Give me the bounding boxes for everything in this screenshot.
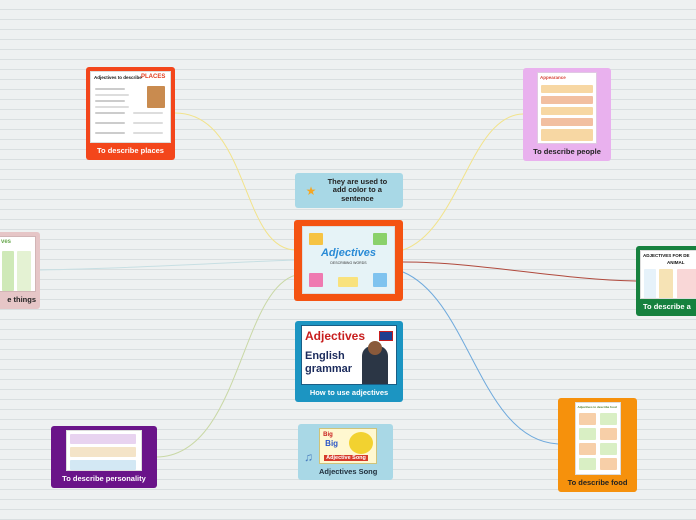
tip-note[interactable]: ★ They are used to add color to a senten… — [295, 173, 403, 208]
use-image: Adjectives English grammar — [301, 325, 397, 385]
personality-image — [66, 430, 142, 471]
places-thumb-title: Adjectives to describe — [94, 75, 142, 80]
use-thumb-subtitle: English grammar — [305, 350, 353, 375]
node-describe-places[interactable]: Adjectives to describe PLACES To describ… — [86, 67, 175, 160]
song-thumb-banner: Adjective Song — [324, 454, 368, 461]
things-image: ves — [0, 236, 36, 292]
node-how-to-use[interactable]: Adjectives English grammar How to use ad… — [295, 321, 403, 402]
food-thumb-title: Adjectives to describe food — [577, 405, 617, 409]
things-thumb-title: ves — [1, 239, 12, 245]
animals-thumb-title: ADJECTIVES FOR DE — [643, 253, 690, 258]
link-personality — [155, 274, 297, 458]
node-describe-personality[interactable]: To describe personality — [51, 426, 157, 488]
use-label: How to use adjectives — [309, 388, 389, 397]
central-image: Adjectives DESCRIBING WORDS — [302, 226, 395, 294]
link-things — [39, 259, 297, 271]
central-title: Adjectives — [320, 247, 377, 259]
node-describe-people[interactable]: Appearance To describe people — [523, 68, 611, 161]
song-thumb-word: Big — [323, 431, 333, 438]
places-label: To describe places — [97, 146, 164, 155]
song-image: Big Big Adjective Song — [319, 427, 378, 464]
star-icon: ★ — [305, 183, 317, 198]
link-places — [174, 112, 297, 251]
song-thumb-word-large: Big — [325, 438, 339, 448]
people-thumb-title: Appearance — [540, 75, 566, 80]
node-describe-things[interactable]: ves e things — [0, 232, 40, 309]
link-people — [402, 113, 524, 251]
food-image: Adjectives to describe food — [574, 402, 621, 475]
use-thumb-title: Adjectives — [305, 329, 366, 343]
places-thumb-accent: PLACES — [141, 74, 166, 80]
personality-label: To describe personality — [62, 474, 146, 483]
uk-flag-icon — [379, 331, 393, 341]
people-label: To describe people — [533, 147, 601, 156]
tip-text: They are used to add color to a sentence — [327, 176, 388, 203]
places-image: Adjectives to describe PLACES — [90, 71, 171, 143]
node-adjectives-song[interactable]: ♫ Big Big Adjective Song Adjectives Song — [298, 424, 393, 480]
central-subtitle: DESCRIBING WORDS — [330, 261, 367, 265]
node-describe-animals[interactable]: ADJECTIVES FOR DE ANIMAL To describe a — [636, 246, 696, 316]
animals-image: ADJECTIVES FOR DE ANIMAL — [640, 250, 696, 299]
node-describe-food[interactable]: Adjectives to describe food To describe … — [558, 398, 637, 492]
things-label: e things — [7, 295, 36, 304]
food-label: To describe food — [567, 478, 628, 487]
people-image: Appearance — [537, 72, 597, 144]
music-note-icon: ♫ — [304, 450, 313, 464]
animals-label: To describe a — [643, 302, 691, 311]
link-animals — [402, 261, 638, 282]
song-label: Adjectives Song — [319, 466, 378, 476]
link-food — [402, 271, 559, 445]
central-topic[interactable]: Adjectives DESCRIBING WORDS — [294, 220, 403, 301]
animals-thumb-subtitle: ANIMAL — [667, 260, 685, 265]
